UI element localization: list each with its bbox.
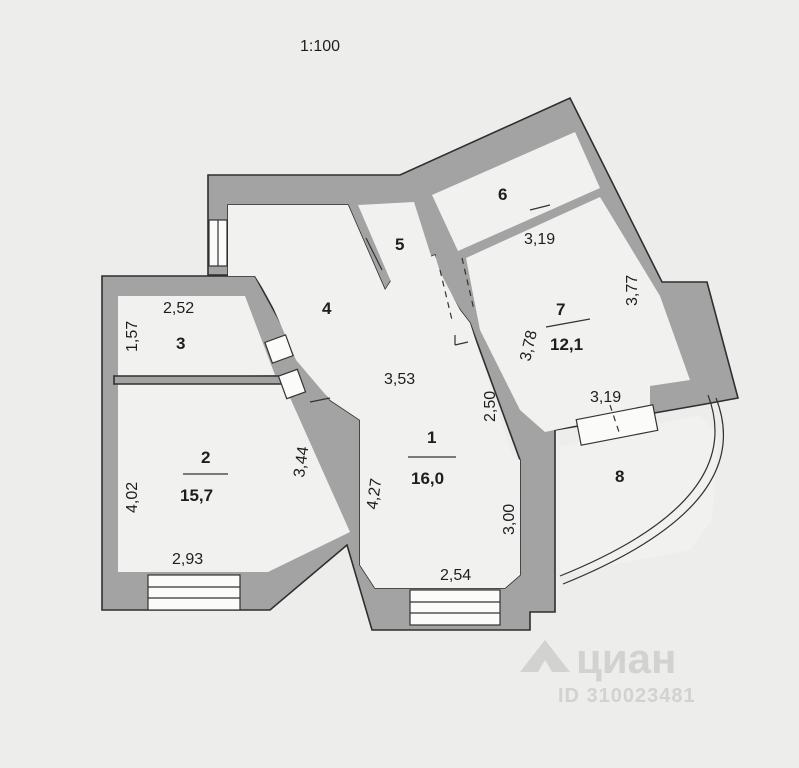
dim-3-00: 3,00 (501, 504, 518, 535)
rooms-5-6-7 (358, 132, 718, 575)
scale-label: 1:100 (300, 38, 340, 55)
room-number-1: 1 (427, 428, 436, 447)
dim-3-77: 3,77 (624, 275, 641, 306)
dimension-labels: 2,52 1,57 3,53 2,50 3,44 4,02 4,27 2,93 … (124, 231, 641, 584)
dim-3-78: 3,78 (517, 329, 541, 363)
dim-3-53: 3,53 (384, 371, 415, 388)
window-room-1 (409, 589, 501, 626)
dim-2-54: 2,54 (440, 567, 471, 584)
watermark-id: ID 310023481 (558, 685, 696, 707)
room-number-8: 8 (615, 467, 624, 486)
room-area-7: 12,1 (550, 335, 583, 354)
dim-4-02: 4,02 (124, 482, 141, 513)
openings (264, 204, 621, 436)
rooms-2-3 (113, 296, 350, 572)
room-number-4: 4 (322, 299, 332, 318)
watermark-brand: циан (576, 635, 676, 682)
watermark: циан ID 310023481 (520, 635, 696, 707)
dim-2-93: 2,93 (172, 551, 203, 568)
dim-4-27: 4,27 (364, 477, 385, 510)
cian-logo-icon (520, 640, 570, 672)
dim-3-19-bottom: 3,19 (590, 389, 621, 406)
dim-3-19-top: 3,19 (524, 231, 555, 248)
dim-1-57: 1,57 (124, 321, 141, 352)
room-area-1: 16,0 (411, 469, 444, 488)
dim-2-52: 2,52 (163, 300, 194, 317)
room-number-7: 7 (556, 300, 565, 319)
balcony-arc (559, 394, 716, 577)
room-labels: 1 16,0 2 15,7 3 4 5 6 7 12,1 8 (176, 185, 624, 505)
room-area-2: 15,7 (180, 486, 213, 505)
room-number-5: 5 (395, 235, 404, 254)
window-room-7 (575, 404, 659, 446)
room-number-6: 6 (498, 185, 507, 204)
dim-3-44: 3,44 (291, 445, 312, 478)
room-number-2: 2 (201, 448, 210, 467)
windows (147, 219, 725, 626)
room-number-3: 3 (176, 334, 185, 353)
dim-2-50: 2,50 (482, 391, 499, 422)
window-room-2 (147, 574, 241, 611)
